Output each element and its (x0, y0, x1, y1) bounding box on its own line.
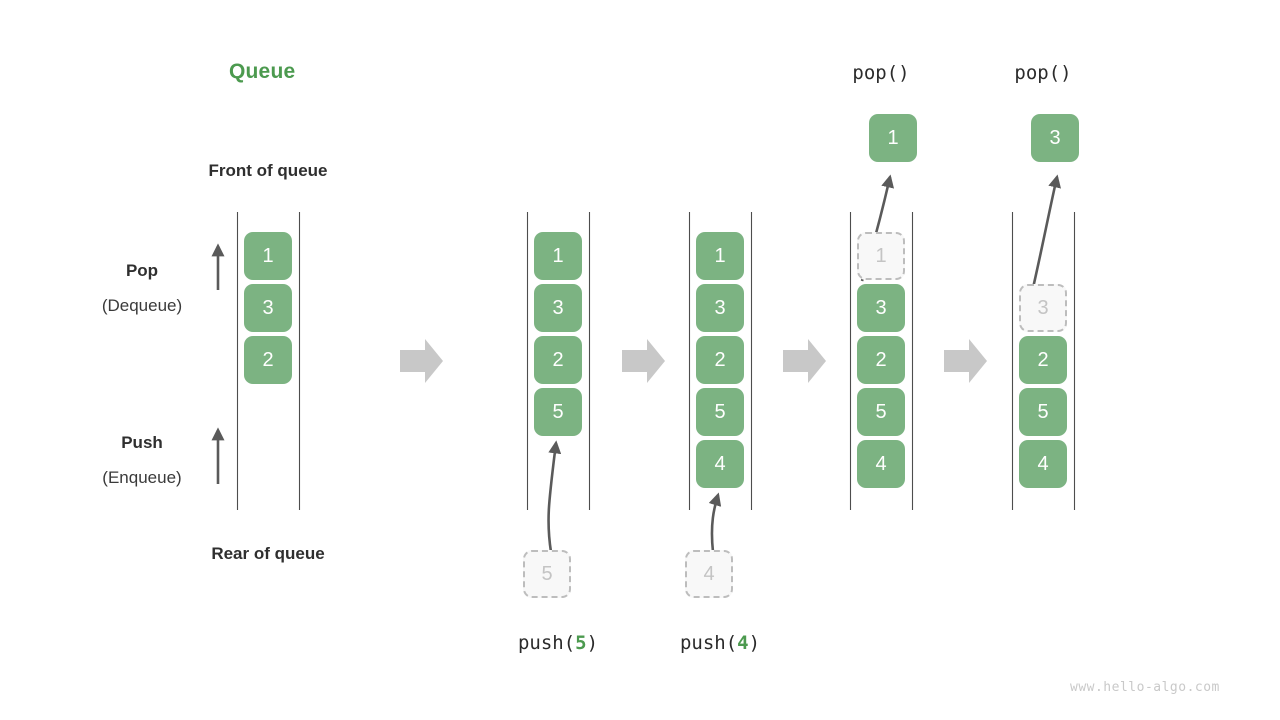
queue-cell-initial-2: 2 (244, 336, 292, 384)
pop-caption-2: pop() (1014, 62, 1072, 84)
queue-cell-after-pop-3-3: 5 (1019, 388, 1067, 436)
pop-label: Pop (125, 261, 159, 280)
push-5-caption-suffix: ) (586, 632, 599, 654)
rear-of-queue-label: Rear of queue (211, 544, 325, 563)
queue-cell-after-push-5-1: 3 (534, 284, 582, 332)
queue-cell-after-push-5-3: 5 (534, 388, 582, 436)
push-5-caption-value: 5 (575, 632, 587, 654)
outgoing-cell-after-pop-1: 1 (869, 114, 917, 162)
push-4-arrow (708, 492, 722, 553)
transition-chevron-2 (622, 339, 665, 383)
diagram-title: Queue (229, 60, 296, 83)
queue-cell-after-push-4-0: 1 (696, 232, 744, 280)
queue-cell-after-pop-1-3: 5 (857, 388, 905, 436)
queue-cell-after-pop-3-2: 2 (1019, 336, 1067, 384)
push-4-caption-suffix: ) (748, 632, 761, 654)
queue-cell-after-pop-1-1: 3 (857, 284, 905, 332)
queue-cell-after-pop-1-2: 2 (857, 336, 905, 384)
push-5-caption-prefix: push( (517, 632, 576, 654)
push-sublabel: (Enqueue) (102, 468, 182, 487)
queue-cell-initial-0: 1 (244, 232, 292, 280)
push-4-caption: push(4) (640, 632, 800, 654)
push-4-caption-value: 4 (737, 632, 749, 654)
queue-cell-after-push-5-0: 1 (534, 232, 582, 280)
push-4-caption-prefix: push( (679, 632, 738, 654)
pop-caption-1: pop() (852, 62, 910, 84)
watermark: www.hello-algo.com (1070, 680, 1220, 695)
push-5-arrow (547, 440, 562, 553)
queue-cell-after-push-4-1: 3 (696, 284, 744, 332)
queue-cell-after-pop-1-4: 4 (857, 440, 905, 488)
push-5-caption: push(5) (478, 632, 638, 654)
transition-chevron-4 (944, 339, 987, 383)
queue-cell-after-pop-3-1: 3 (1019, 284, 1067, 332)
column-rails (236, 212, 1076, 510)
transition-chevron-3 (783, 339, 826, 383)
incoming-cell-after-push-5: 5 (523, 550, 571, 598)
pop-sublabel: (Dequeue) (101, 296, 183, 315)
queue-cell-after-pop-3-4: 4 (1019, 440, 1067, 488)
incoming-cell-after-push-4: 4 (685, 550, 733, 598)
queue-cell-after-push-5-2: 2 (534, 336, 582, 384)
queue-cell-after-push-4-4: 4 (696, 440, 744, 488)
outgoing-cell-after-pop-3: 3 (1031, 114, 1079, 162)
queue-cell-initial-1: 3 (244, 284, 292, 332)
front-of-queue-label: Front of queue (208, 161, 328, 180)
push-label: Push (121, 433, 163, 452)
transition-chevron-1 (400, 339, 443, 383)
queue-cell-after-push-4-3: 5 (696, 388, 744, 436)
queue-cell-after-pop-1-0: 1 (857, 232, 905, 280)
queue-cell-after-push-4-2: 2 (696, 336, 744, 384)
